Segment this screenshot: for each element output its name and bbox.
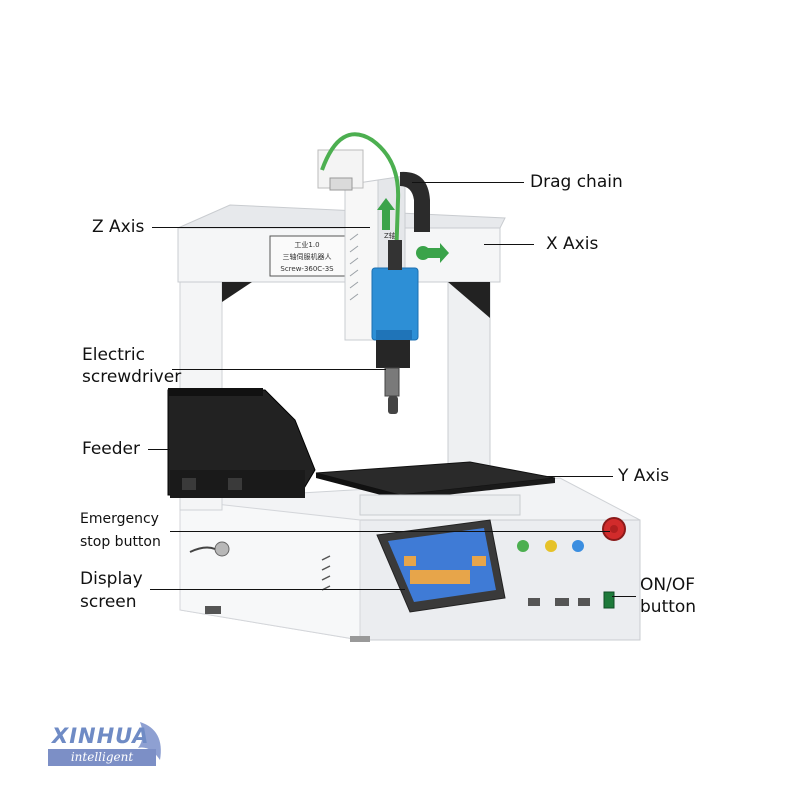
drag-chain-cable [320,132,401,261]
label-x-axis: X Axis [546,234,599,254]
leader-on-off [612,596,636,597]
port [528,598,540,606]
drag-chain [400,171,430,232]
port [578,598,590,606]
badge-line-3: Screw-360C-3S [280,265,334,273]
on-off-switch-icon [603,591,615,609]
screwdriver-shaft [384,367,400,397]
leader-feeder [148,449,170,450]
z-motor [371,267,419,341]
leader-display [150,589,405,590]
label-display-1: Display [80,569,143,589]
z-column-hatch [349,233,359,301]
label-feeder: Feeder [82,439,141,459]
label-emergency-2: stop button [80,534,161,550]
screwdriver-body [376,340,410,368]
leader-x-axis [484,244,534,245]
z-tag: Z轴 [384,231,396,240]
logo-tagline: intelligent [48,749,156,766]
side-connector [214,541,230,557]
model-badge [269,235,346,277]
label-emergency-1: Emergency [80,511,159,527]
logo-word: XINHUA [52,724,150,748]
display-grid [404,556,486,584]
left-bracket [222,282,252,302]
label-y-axis: Y Axis [618,466,670,486]
screwdriver-tip [388,396,398,414]
label-drag-chain: Drag chain [530,172,623,192]
leader-screwdriver [172,369,386,370]
feeder [167,389,316,496]
label-on-off-2: button [640,597,697,617]
label-electric-2: screwdriver [82,367,182,387]
label-electric-1: Electric [82,345,145,365]
x-arrow [428,243,449,263]
port [555,598,569,606]
z-arrow [377,198,395,230]
leader-y-axis [545,476,613,477]
badge-line-1: 工业1.0 [294,240,319,249]
right-bracket [448,282,490,318]
badge-line-2: 三轴伺服机器人 [283,252,332,261]
yellow-button-icon [545,540,557,552]
blue-button-icon [572,540,584,552]
leader-emergency [170,531,610,532]
leader-z-axis [152,227,370,228]
label-on-off-1: ON/OF [640,575,695,595]
label-display-2: screen [80,592,137,612]
label-z-axis: Z Axis [92,217,145,237]
base-side-panel [179,499,361,641]
leader-drag-chain [412,182,524,183]
green-button-icon [517,540,529,552]
